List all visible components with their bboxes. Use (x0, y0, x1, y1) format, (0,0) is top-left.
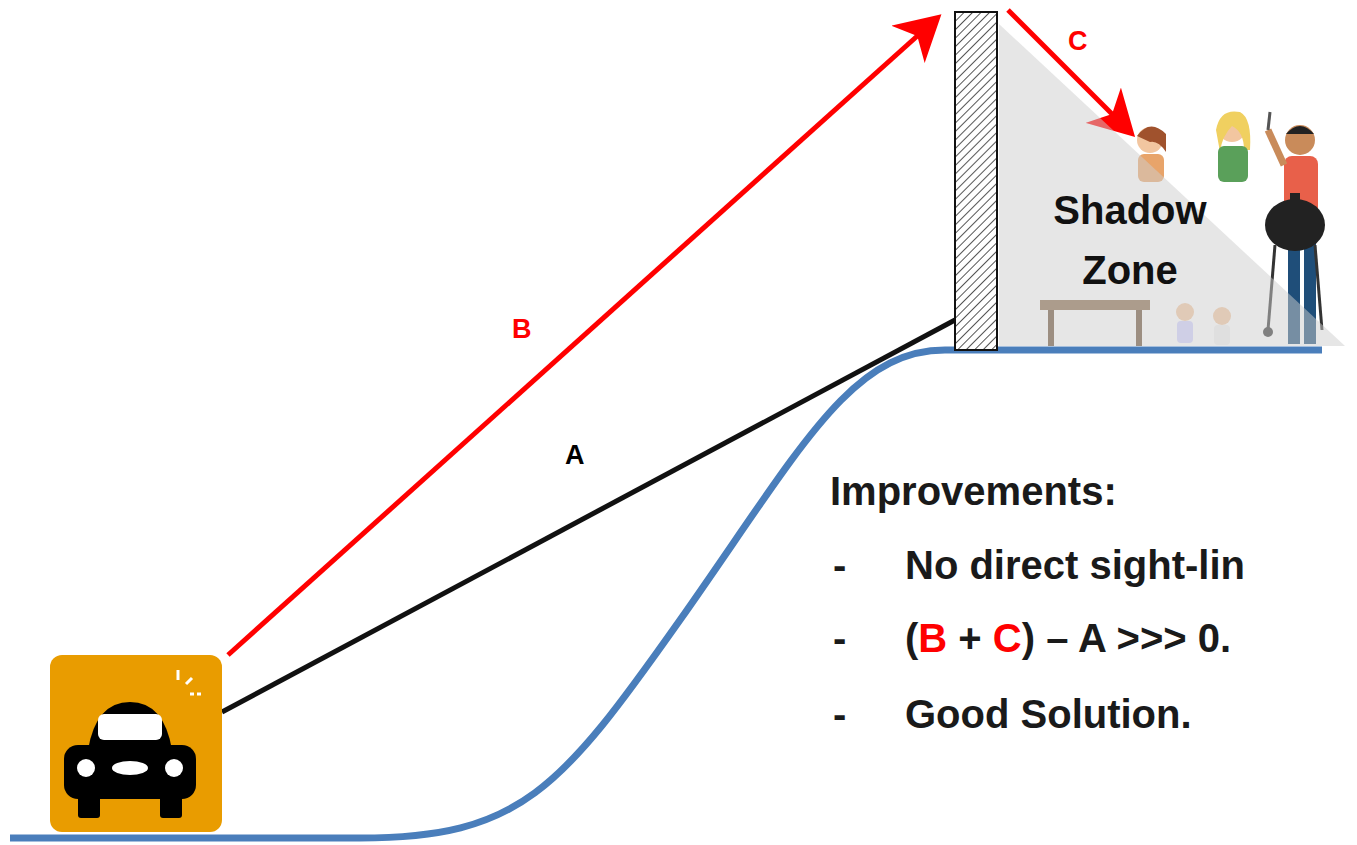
path-letter: C (1068, 25, 1088, 57)
bullet-dash: - (833, 690, 846, 738)
noise-wall (955, 12, 997, 350)
shadow-triangle (997, 20, 1347, 348)
list-heading: Improvements: (830, 467, 1117, 515)
direct-path-line (222, 320, 955, 712)
list-item: No direct sight-lin (905, 541, 1245, 589)
bullet-dash: - (833, 541, 846, 589)
path-letter: B (512, 313, 532, 345)
shadow-zone: Shadow Zone (997, 20, 1347, 348)
bullet-dash: - (833, 614, 846, 662)
list-item: Good Solution. (905, 690, 1192, 738)
path-letter: A (565, 439, 585, 471)
car-icon (50, 655, 222, 832)
ground-line (10, 350, 1322, 838)
list-item: (B + C) – A >>> 0. (905, 614, 1231, 662)
diffracted-path-line (228, 21, 934, 655)
zone-label: Shadow Zone (1015, 180, 1245, 300)
